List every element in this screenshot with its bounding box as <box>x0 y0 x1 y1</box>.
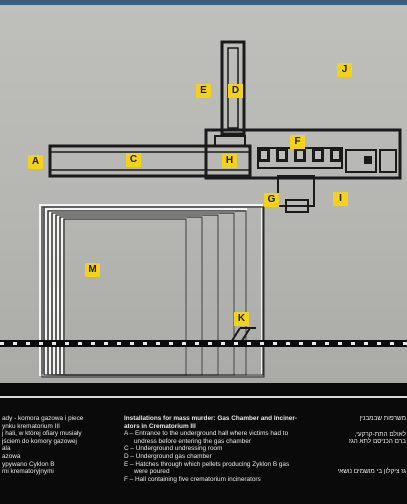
undressing-corridor-outline <box>48 144 252 178</box>
label-i: I <box>333 192 348 206</box>
label-f: F <box>290 135 305 149</box>
legend-polish-line: azowa <box>2 452 21 460</box>
legend-hebrew-line: משרפות שבמבנין <box>359 415 406 422</box>
label-d: D <box>228 84 243 98</box>
legend-polish-line: j hali, w której ofiary musiały <box>2 430 82 438</box>
incinerator-hall-outline <box>204 128 402 180</box>
label-g: G <box>264 193 279 207</box>
legend-item-d: D – Underground gas chamber <box>124 452 212 460</box>
legend-divider <box>0 396 407 398</box>
legend-item-e-cont: were poured <box>134 468 170 476</box>
legend-hebrew-line: ברם הכניסם לתא הגז <box>348 438 406 446</box>
top-edge-strip <box>0 0 407 6</box>
legend-hebrew-line: לאולם התת-קרקעי, <box>354 430 406 438</box>
legend-item-a: A – Entrance to the underground hall whe… <box>124 430 289 438</box>
legend-item-c: C – Underground undressing room <box>124 445 223 453</box>
legend-area <box>0 383 407 504</box>
legend-english: Installations for mass murder: Gas Chamb… <box>124 415 297 483</box>
legend-polish-line: ala <box>2 445 11 453</box>
legend-polish: ady - komora gazowa i piece ynku kremato… <box>2 415 83 476</box>
hatch-shaft-outline <box>220 40 246 136</box>
legend-item-a-cont: undress before entering the gas chamber <box>134 437 251 445</box>
legend-polish-line: ynku krematorium III <box>2 422 60 430</box>
legend-title: ators in Crematorium III <box>124 422 196 430</box>
legend-title: Installations for mass murder: Gas Chamb… <box>124 415 297 422</box>
legend-polish-line: ypywano Cyklon B <box>2 460 55 468</box>
dotted-border-line <box>0 340 407 347</box>
legend-polish-line: jściem do komory gazowej <box>2 437 77 445</box>
label-c: C <box>126 153 141 167</box>
legend-hebrew-line: גז ציקלון בי מושמים נושאי <box>337 467 406 475</box>
label-k: K <box>234 312 249 326</box>
label-j: J <box>337 63 352 77</box>
legend-hebrew: משרפות שבמבנין לאולם התת-קרקעי, ברם הכני… <box>336 415 406 475</box>
label-h: H <box>222 154 237 168</box>
label-m: M <box>85 263 100 277</box>
label-e: E <box>196 84 211 98</box>
legend-item-f: F – Hall containing five crematorium inc… <box>124 475 261 483</box>
legend-polish-line: ady - komora gazowa i piece <box>2 415 84 422</box>
legend-item-e: E – Hatches through which pellets produc… <box>124 460 290 468</box>
label-a: A <box>28 155 43 169</box>
legend-polish-line: mi krematoryjnymi <box>2 468 54 476</box>
